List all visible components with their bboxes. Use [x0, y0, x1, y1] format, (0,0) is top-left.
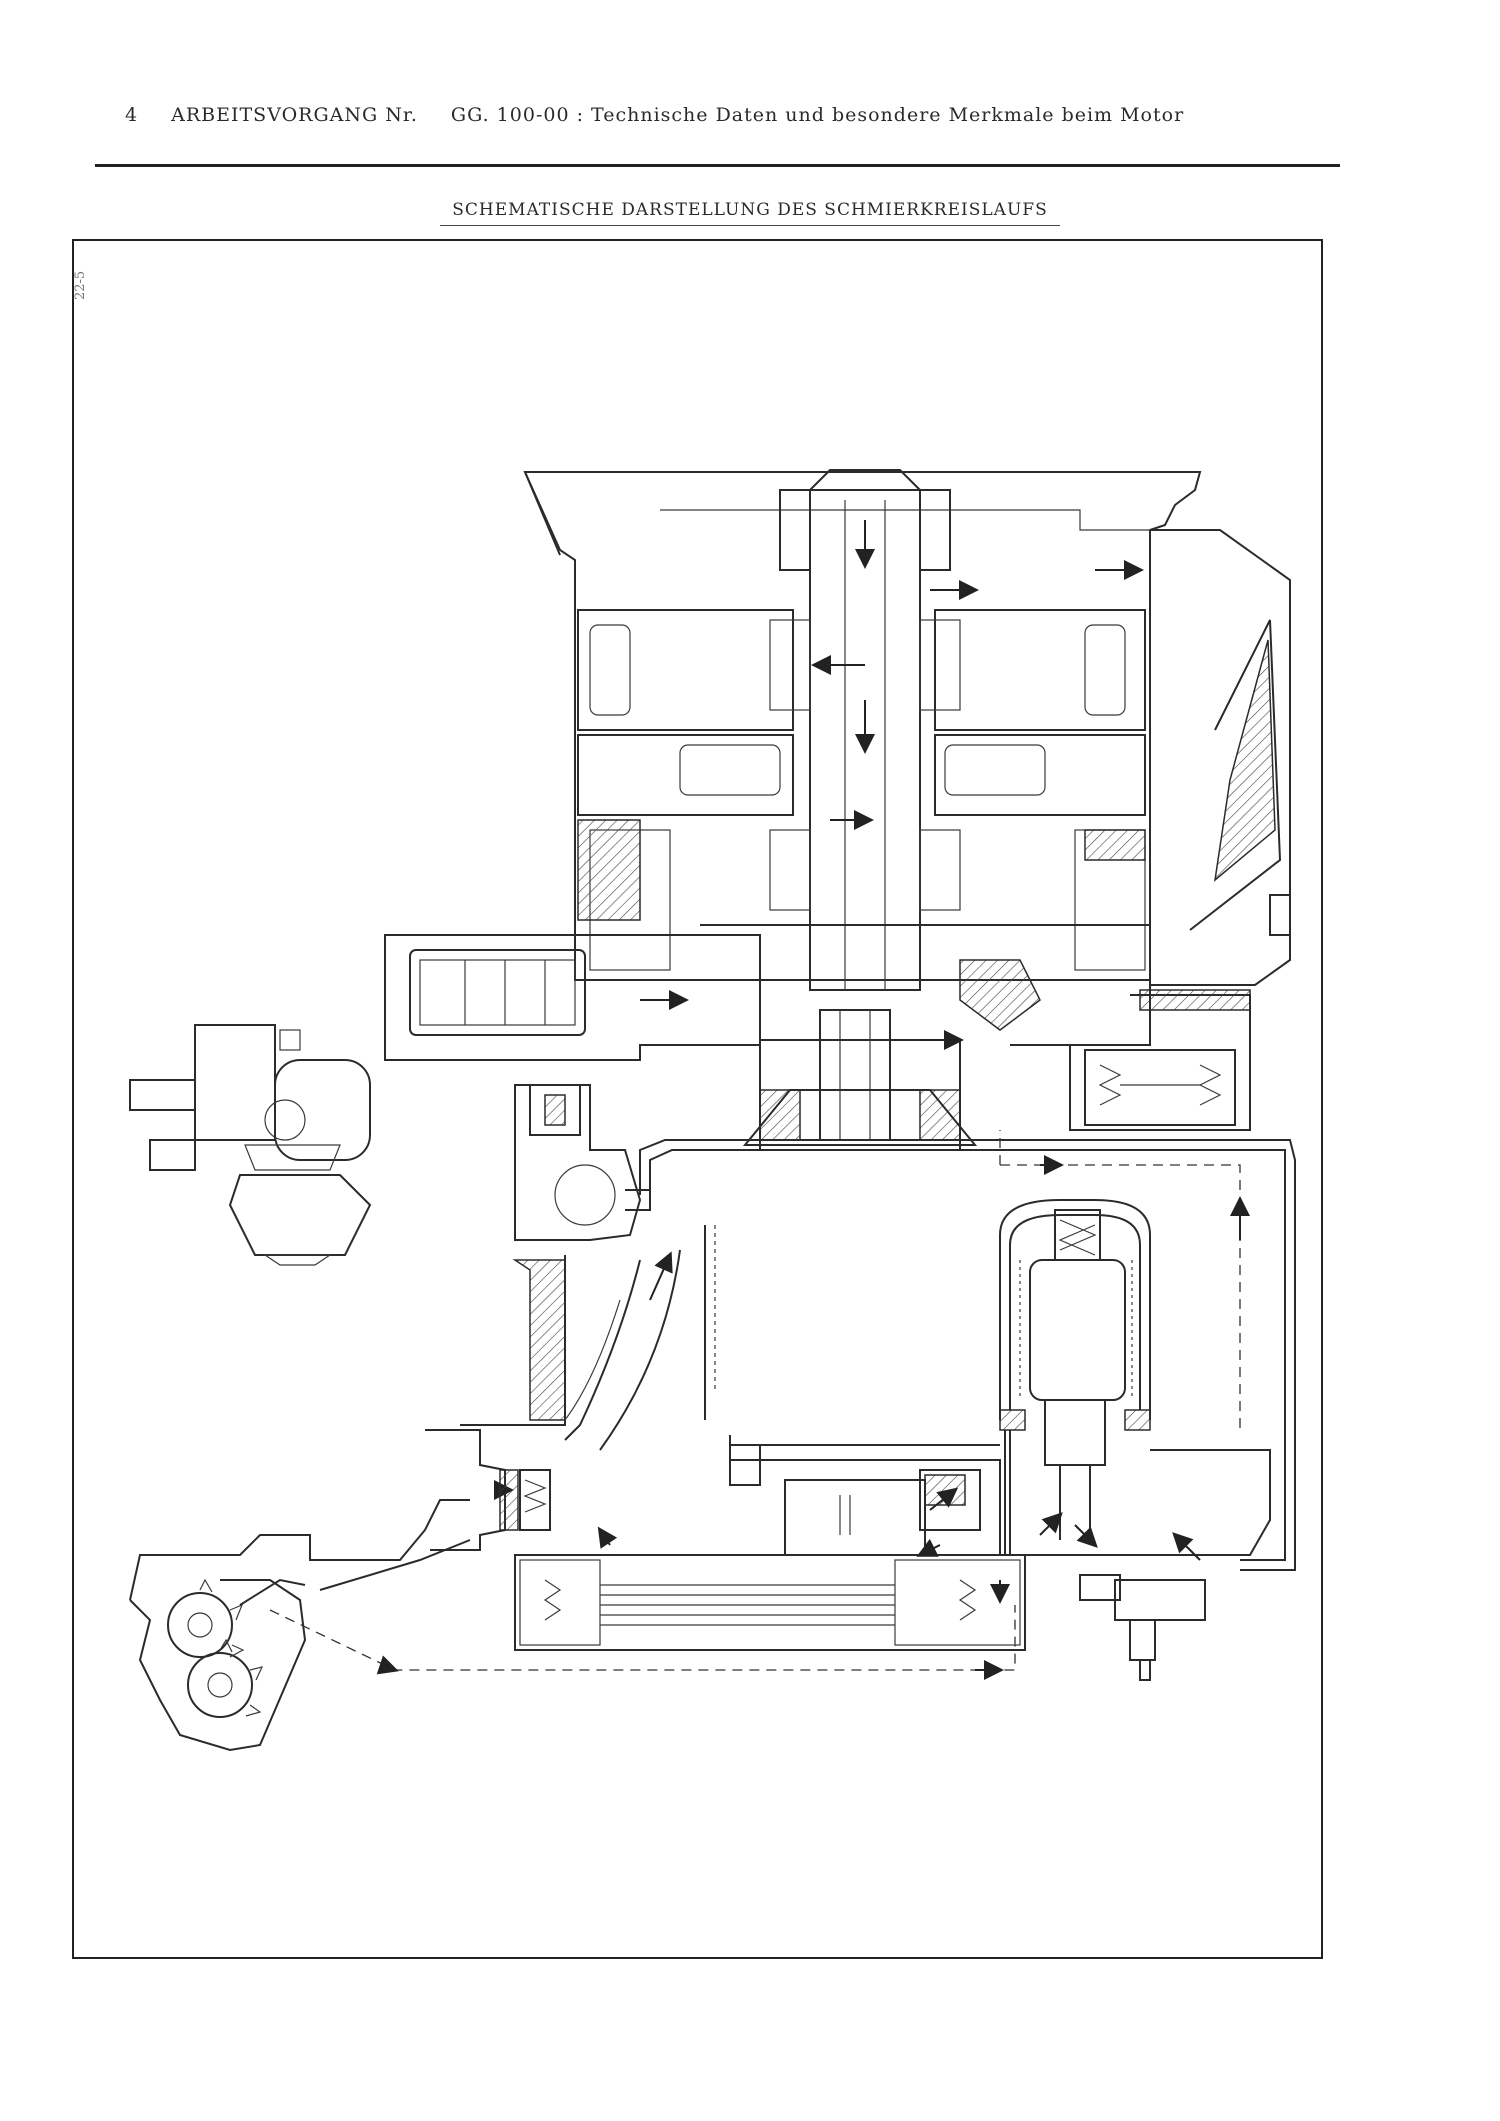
oil-lines	[639, 1130, 1296, 1571]
oil-cooler	[460, 1225, 1271, 1651]
oil-filter	[999, 1199, 1151, 1540]
operation-label: ARBEITSVORGANG Nr.	[171, 104, 418, 126]
drain-plug	[1079, 1532, 1206, 1681]
oil-pump	[129, 1499, 1016, 1752]
flow-path	[990, 1430, 1011, 1604]
diagram-title: SCHEMATISCHE DARSTELLUNG DES SCHMIERKREI…	[440, 200, 1060, 226]
header-divider	[95, 164, 1340, 167]
distributor	[129, 1024, 372, 1266]
page-number: 4	[125, 104, 139, 126]
pressure-valve	[514, 1084, 651, 1241]
operation-title: GG. 100-00 : Technische Daten und besond…	[450, 104, 1185, 126]
diagram-frame	[72, 239, 1323, 1959]
relief-valve	[425, 1429, 551, 1551]
page-header: 4 ARBEITSVORGANG Nr. GG. 100-00 : Techni…	[125, 104, 1184, 126]
engine-block	[523, 469, 1291, 991]
